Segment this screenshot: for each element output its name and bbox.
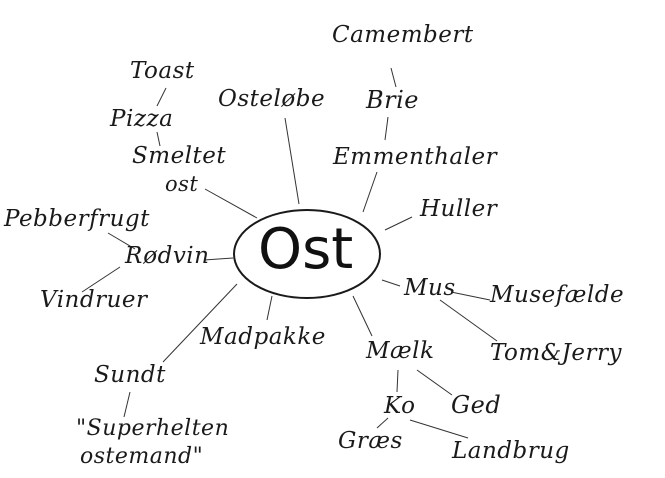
- link-mus-tomjerry: [439, 299, 498, 342]
- node-tomjerry: Tom&Jerry: [490, 340, 622, 366]
- link-maelk-ko: [396, 369, 399, 393]
- link-maelk-ged: [416, 369, 453, 396]
- node-pizza: Pizza: [110, 106, 174, 132]
- node-musefaelde: Musefælde: [490, 282, 625, 308]
- link-ko-landbrug: [409, 419, 469, 439]
- link-ostelobe-center: [284, 117, 300, 205]
- node-vindruer: Vindruer: [40, 287, 148, 313]
- node-superhelten-line2: ostemand": [80, 444, 204, 469]
- link-rodvin-center: [203, 257, 234, 261]
- link-huller-center: [384, 216, 413, 231]
- node-rodvin: Rødvin: [125, 243, 210, 269]
- link-sundt-superhelten: [123, 391, 131, 418]
- link-rodvin-vindruer: [81, 266, 121, 293]
- link-maelk-center: [352, 295, 373, 337]
- link-madpakke-center: [266, 295, 273, 321]
- link-ko-graes: [376, 417, 389, 429]
- link-smeltet-center: [204, 188, 258, 219]
- node-ostelobe: Osteløbe: [218, 86, 326, 112]
- link-toast-pizza: [156, 87, 167, 107]
- link-emmenthaler-center: [362, 171, 378, 213]
- node-superhelten-line1: "Superhelten: [76, 416, 230, 441]
- node-emmenthaler: Emmenthaler: [333, 144, 498, 170]
- node-smeltet: Smeltet: [132, 143, 227, 169]
- link-brie-emmenthaler: [384, 116, 389, 141]
- node-brie: Brie: [366, 86, 419, 114]
- link-pizza-smeltet: [156, 131, 161, 147]
- link-mus-center: [381, 279, 401, 287]
- node-landbrug: Landbrug: [452, 438, 570, 464]
- node-toast: Toast: [130, 58, 195, 84]
- node-sundt: Sundt: [94, 362, 166, 388]
- center-label: Ost: [258, 217, 354, 282]
- node-graes: Græs: [338, 428, 403, 454]
- link-camembert-brie: [390, 67, 397, 88]
- center-ellipse: [233, 209, 381, 299]
- node-smeltet-ost: ost: [165, 172, 199, 196]
- node-mus: Mus: [404, 275, 456, 301]
- link-sundt-center: [162, 283, 238, 363]
- node-huller: Huller: [420, 196, 498, 222]
- node-ko: Ko: [384, 393, 416, 419]
- node-ged: Ged: [451, 391, 502, 419]
- node-maelk: Mælk: [366, 338, 435, 364]
- node-pebberfrugt: Pebberfrugt: [4, 206, 150, 232]
- link-mus-musefaelde: [450, 291, 491, 301]
- link-pebberfrugt-rodvin: [107, 232, 136, 250]
- node-madpakke: Madpakke: [200, 324, 326, 350]
- node-camembert: Camembert: [332, 22, 474, 48]
